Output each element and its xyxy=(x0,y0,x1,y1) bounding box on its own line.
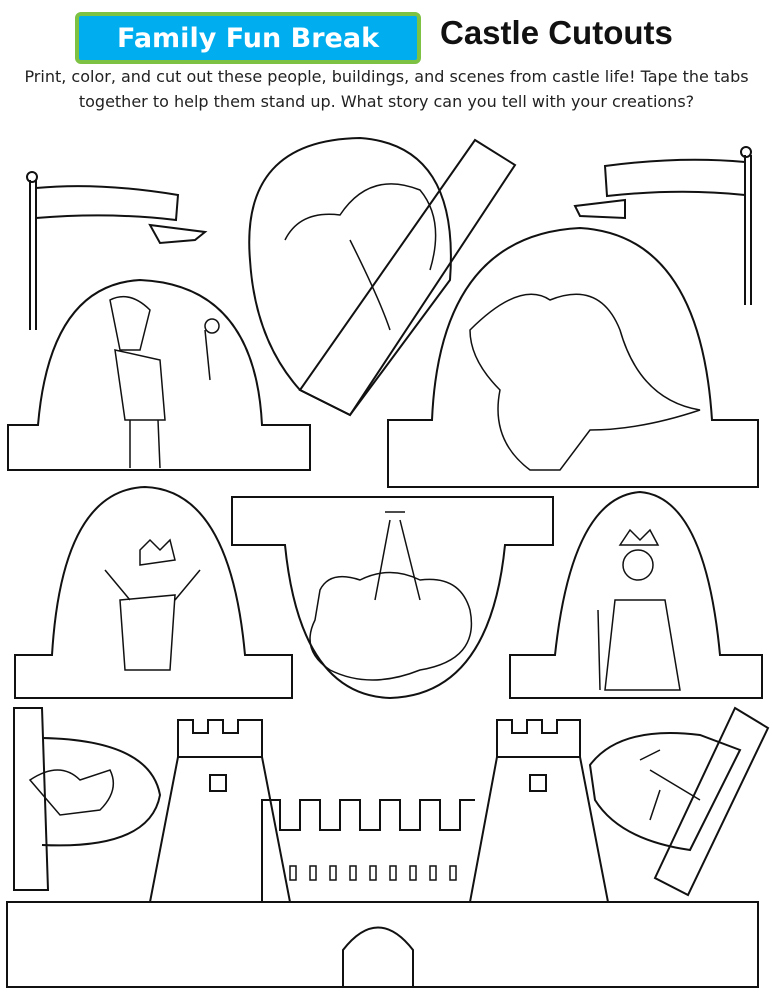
knight-cutout xyxy=(7,278,311,471)
unicorn-cutout xyxy=(248,136,517,417)
intro-text: Print, color, and cut out these people, … xyxy=(24,67,749,111)
banner-right-cutout xyxy=(573,146,752,305)
dragon-cutout xyxy=(387,226,759,488)
king-cutout xyxy=(14,485,293,699)
mermaid-cutout xyxy=(13,707,162,891)
banner-left-cutout xyxy=(26,171,208,330)
page-title: Castle Cutouts xyxy=(440,14,673,51)
prince-cutout xyxy=(588,706,770,897)
family-fun-break-badge: Family Fun Break xyxy=(75,12,421,64)
tree-cloud-cutout xyxy=(231,496,554,700)
castle-cutout xyxy=(6,719,759,988)
queen-cutout xyxy=(509,490,763,699)
